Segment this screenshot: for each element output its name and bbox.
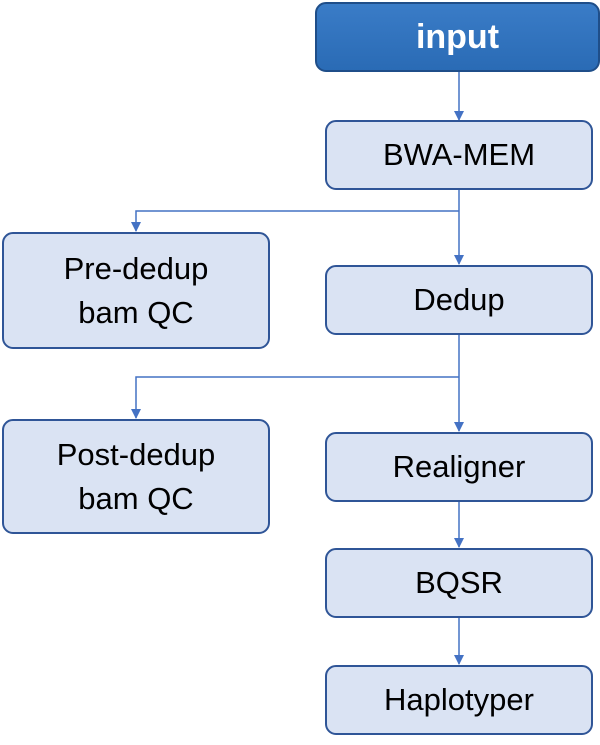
node-pre-dedup-qc: Pre-dedup bam QC [2,232,270,349]
arrow-dedup-to-post-dedup-qc [131,376,459,419]
node-pre-dedup-qc-line-1: Pre-dedup [63,250,209,286]
node-post-dedup-qc: Post-dedup bam QC [2,419,270,534]
node-input: input [315,2,600,72]
node-bwa-mem-label: BWA-MEM [382,137,536,172]
node-post-dedup-qc-line-2: bam QC [78,480,194,516]
node-pre-dedup-qc-line-2: bam QC [78,294,194,330]
node-haplotyper-label: Haplotyper [384,682,534,717]
node-haplotyper: Haplotyper [325,665,593,735]
node-dedup-label: Dedup [413,282,505,317]
node-bwa-mem: BWA-MEM [325,120,593,190]
arrow-bwa-to-pre-dedup-qc [131,210,459,232]
node-realigner: Realigner [325,432,593,502]
node-bqsr-label: BQSR [415,565,503,600]
node-realigner-label: Realigner [392,449,526,484]
node-input-label: input [415,18,500,56]
node-dedup: Dedup [325,265,593,335]
node-bqsr: BQSR [325,548,593,618]
node-post-dedup-qc-line-1: Post-dedup [56,436,216,472]
